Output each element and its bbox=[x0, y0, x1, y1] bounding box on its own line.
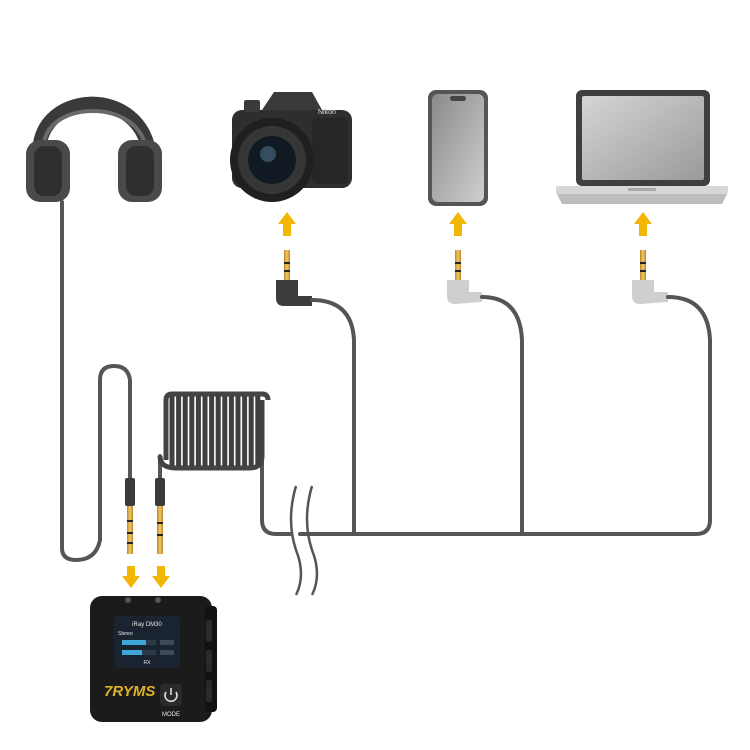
arrow-up-icon bbox=[449, 212, 467, 236]
level-badge-1 bbox=[160, 640, 174, 645]
power-button[interactable] bbox=[160, 684, 182, 706]
arrow-up-icon bbox=[278, 212, 296, 236]
trs-plug-icon bbox=[632, 250, 668, 304]
power-icon bbox=[164, 688, 178, 703]
receiver-device: iRay DM30 Stereo RX 7RYMS MODE bbox=[90, 596, 217, 722]
svg-text:Nikon: Nikon bbox=[318, 109, 336, 116]
trs-plug-icon bbox=[447, 250, 482, 304]
device-model-text: iRay DM30 bbox=[132, 622, 162, 628]
cable-lines bbox=[60, 200, 712, 563]
device-screen-line: Stereo bbox=[118, 631, 133, 637]
coil-rings bbox=[169, 396, 261, 466]
trs-plug-icon bbox=[276, 250, 312, 306]
laptop-icon bbox=[556, 90, 728, 204]
level-meter-1-fill bbox=[122, 640, 146, 645]
smartphone-icon bbox=[428, 90, 488, 206]
device-screen-label: RX bbox=[144, 660, 152, 666]
headphones-icon bbox=[26, 96, 162, 202]
cable-break-mark bbox=[289, 485, 319, 596]
arrow-down-icon bbox=[152, 566, 170, 588]
level-badge-2 bbox=[160, 650, 174, 655]
trs-plug-icon bbox=[155, 478, 165, 554]
arrow-down-icon bbox=[122, 566, 140, 588]
brand-logo: 7RYMS bbox=[104, 683, 155, 700]
arrow-up-icon bbox=[634, 212, 652, 236]
camera-icon: Nikon bbox=[230, 92, 352, 202]
mode-label: MODE bbox=[162, 712, 180, 718]
trs-plug-icon bbox=[125, 478, 135, 554]
level-meter-2-fill bbox=[122, 650, 142, 655]
coiled-cable bbox=[157, 391, 271, 471]
